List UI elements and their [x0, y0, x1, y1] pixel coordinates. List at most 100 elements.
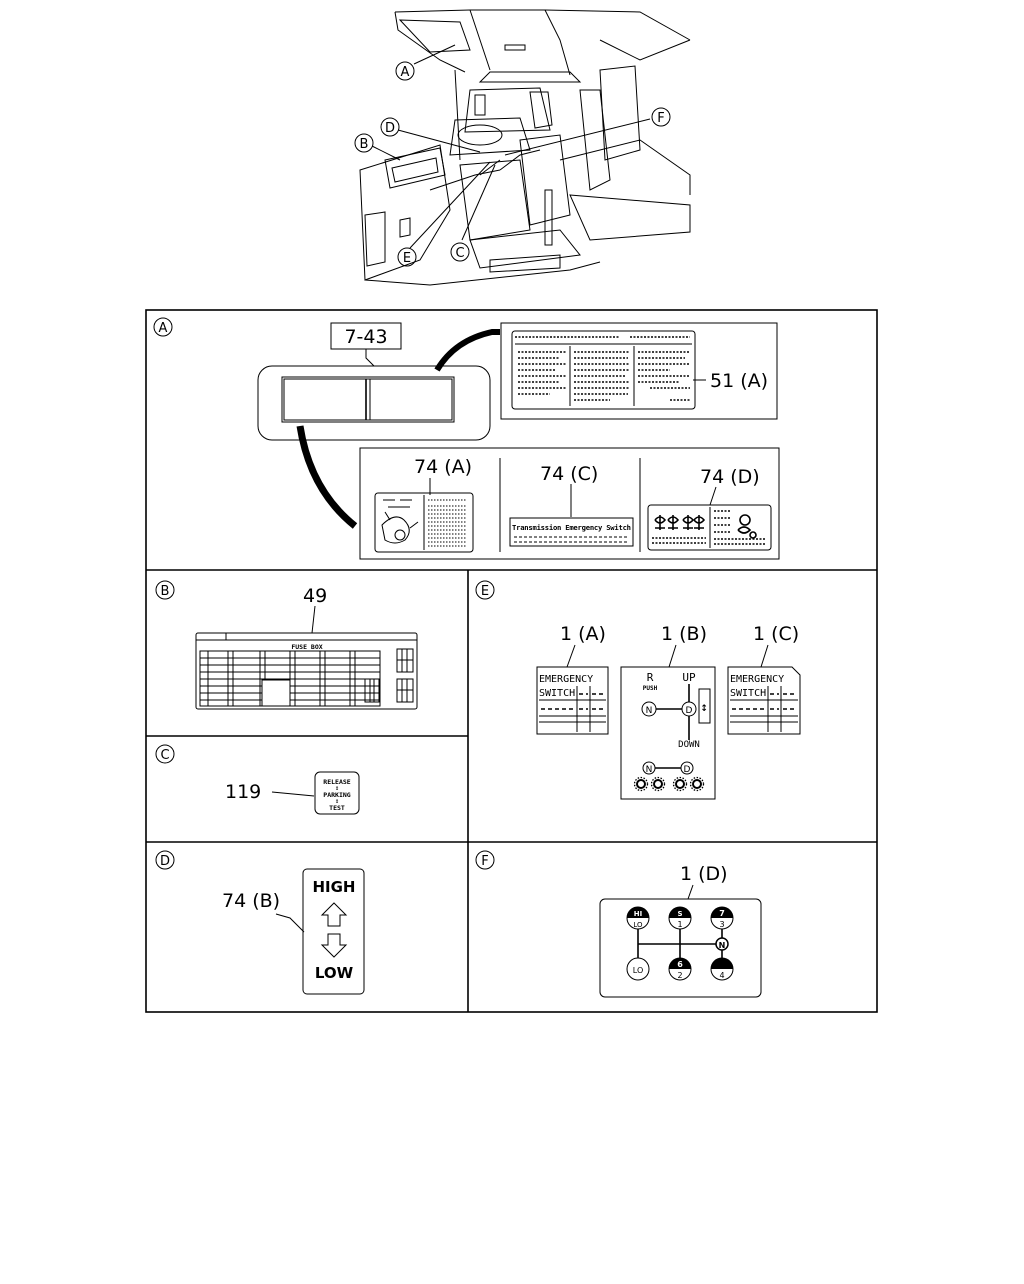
- plate-74a-figure: [381, 499, 419, 544]
- callout-d: D: [380, 117, 400, 137]
- callout-a: A: [395, 61, 415, 81]
- panel-c-letter: C: [160, 748, 169, 763]
- svg-text:RELEASE: RELEASE: [323, 778, 350, 786]
- label-51a: 51 (A): [710, 370, 768, 392]
- svg-text:D: D: [385, 121, 395, 136]
- gate-6-2: 6 2: [668, 957, 692, 981]
- gate-hi-lo: HI LO: [626, 906, 650, 930]
- label-1d: 1 (D): [680, 863, 728, 885]
- svg-text:N: N: [646, 706, 653, 716]
- svg-text:↕: ↕: [335, 799, 339, 805]
- gate-d: [681, 701, 697, 717]
- fuse-box-grid: [199, 648, 414, 707]
- svg-text:SWITCH: SWITCH: [730, 688, 766, 699]
- svg-text:4: 4: [719, 971, 724, 980]
- plate-74b-high: HIGH: [312, 878, 355, 896]
- plate-51a-text-lines: [515, 336, 690, 401]
- svg-text:EMERGENCY: EMERGENCY: [539, 674, 593, 685]
- panel-f-letter: F: [481, 854, 488, 869]
- callout-f: F: [651, 107, 671, 127]
- plate-74a-grid: [428, 499, 467, 547]
- plate-1c: EMERGENCY SWITCH: [727, 666, 801, 735]
- gate-neutral: N: [715, 937, 729, 951]
- shift-pattern-plate: [599, 898, 762, 998]
- plate-74d: [647, 504, 772, 551]
- plate-74d-figures: [654, 514, 757, 539]
- svg-text:D: D: [686, 706, 693, 716]
- fuse-box-title: FUSE BOX: [291, 643, 322, 651]
- svg-text:LO: LO: [633, 966, 643, 975]
- svg-text:S: S: [677, 910, 682, 918]
- shift-pattern-lines: [637, 928, 723, 958]
- label-1a: 1 (A): [560, 623, 606, 645]
- label-74a: 74 (A): [414, 456, 472, 478]
- callout-e: E: [397, 247, 417, 267]
- panel-d-letter: D: [160, 854, 170, 869]
- svg-text:PARKING: PARKING: [323, 791, 350, 799]
- label-1b: 1 (B): [661, 623, 707, 645]
- svg-text:N: N: [719, 941, 726, 950]
- plate-1a: EMERGENCY SWITCH: [536, 666, 609, 735]
- panel-d: D 74 (B) HIGH LOW: [155, 850, 365, 995]
- plate-group-74: [359, 447, 780, 560]
- panel-c: C 119 RELEASE ↕ PARKING ↕ TEST: [155, 744, 360, 815]
- plate-74c: [509, 517, 634, 547]
- ref-7-43: 7-43: [344, 326, 387, 348]
- label-49: 49: [303, 585, 327, 607]
- svg-text:PUSH: PUSH: [643, 685, 658, 692]
- svg-text:F: F: [657, 111, 664, 126]
- fuse-box-label: [195, 632, 418, 710]
- svg-text:DOWN: DOWN: [678, 740, 700, 750]
- plate-74b: [302, 868, 365, 995]
- gate-n: [641, 701, 657, 717]
- panel-e: E 1 (A) 1 (B) 1 (C) EMERGENCY SWITCH: [475, 580, 801, 800]
- svg-text:N: N: [646, 765, 653, 775]
- plate-74b-low: LOW: [315, 964, 354, 982]
- callout-leaders: [371, 44, 651, 249]
- panel-b-letter: B: [161, 584, 170, 599]
- plate-119: [314, 771, 360, 815]
- svg-text:7: 7: [719, 909, 725, 918]
- svg-text:SWITCH: SWITCH: [539, 688, 575, 699]
- label-74b: 74 (B): [222, 890, 280, 912]
- label-74c: 74 (C): [540, 463, 598, 485]
- svg-text:EMERGENCY: EMERGENCY: [730, 674, 784, 685]
- plate-74c-text: Transmission Emergency Switch: [512, 523, 631, 532]
- plate-1b: R PUSH UP N D ↕ DOWN N D: [620, 666, 716, 800]
- gate-l-4: 4: [710, 957, 734, 981]
- svg-text:D: D: [684, 765, 691, 775]
- svg-text:B: B: [360, 137, 369, 152]
- panel-grid: [145, 309, 878, 1013]
- svg-text:LO: LO: [633, 921, 643, 929]
- panel-e-letter: E: [481, 584, 489, 599]
- gate-s-1: S 1: [668, 906, 692, 930]
- svg-text:C: C: [455, 246, 464, 261]
- svg-text:↕: ↕: [700, 704, 708, 714]
- svg-text:E: E: [403, 251, 411, 266]
- arrow-up-icon: [320, 902, 348, 927]
- callout-b: B: [354, 133, 374, 153]
- gate-lo: LO: [626, 957, 650, 981]
- svg-text:UP: UP: [682, 671, 696, 684]
- arrow-down-icon: [320, 933, 348, 958]
- cab-interior-illustration: [359, 9, 691, 286]
- svg-text:HI: HI: [634, 910, 642, 918]
- svg-text:TEST: TEST: [329, 804, 345, 812]
- plate-51a: [500, 322, 778, 420]
- svg-text:3: 3: [719, 920, 724, 929]
- svg-text:A: A: [401, 65, 410, 80]
- label-74d: 74 (D): [700, 466, 760, 488]
- panel-b: B 49 FUSE BOX: [155, 580, 418, 710]
- label-1c: 1 (C): [753, 623, 799, 645]
- gear-icon: [636, 779, 702, 789]
- callout-c: C: [450, 242, 470, 262]
- svg-text:R: R: [647, 671, 654, 684]
- overhead-console: [257, 365, 491, 441]
- plate-74a: [374, 492, 474, 553]
- svg-text:1: 1: [677, 920, 682, 929]
- svg-text:2: 2: [677, 971, 682, 980]
- gate-7-3: 7 3: [710, 906, 734, 930]
- svg-text:6: 6: [677, 960, 683, 969]
- panel-a: A 7-43: [153, 317, 780, 560]
